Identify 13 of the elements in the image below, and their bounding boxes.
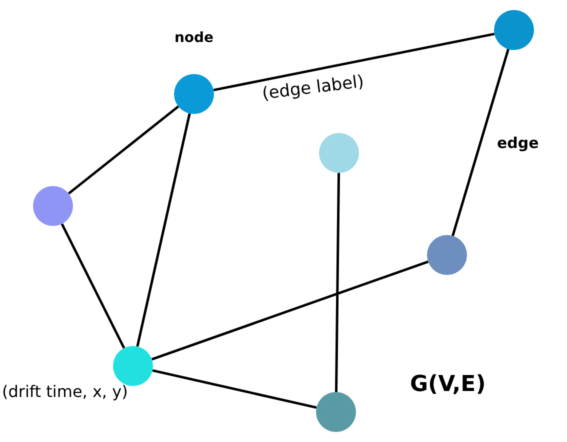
graph-notation: G(V,E) (410, 371, 486, 399)
edge-annotation: edge (497, 133, 539, 154)
edge-line (60, 223, 126, 349)
edge-line (68, 105, 180, 195)
node-caption: (drift time, x, y) (2, 381, 129, 403)
edge-label: (edge label) (260, 70, 366, 106)
node-caption: node (173, 29, 215, 48)
edge-line (213, 32, 495, 92)
edge-line (136, 113, 191, 347)
edge-line (334, 172, 340, 392)
edge-line (152, 369, 317, 409)
edge-line (151, 260, 429, 361)
edge-line (452, 48, 510, 236)
